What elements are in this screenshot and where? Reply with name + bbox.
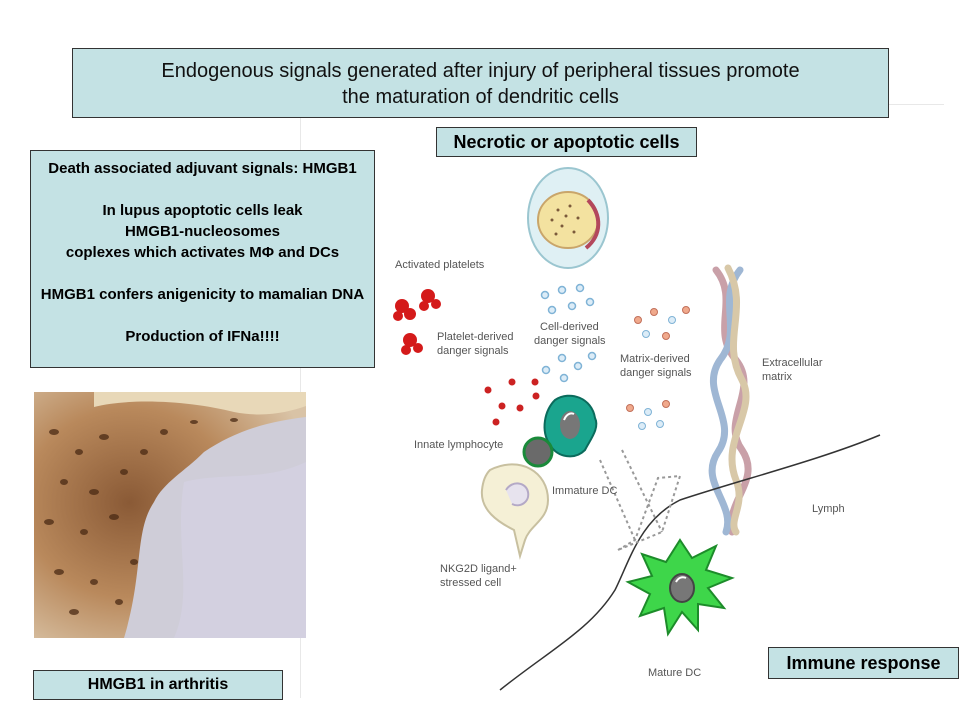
mature-dc-label: Mature DC xyxy=(648,667,701,679)
immature-dc-label: Immature DC xyxy=(552,485,617,497)
lymph-label: Lymph xyxy=(812,503,845,515)
dc-maturation-diagram: Activated platelets Platelet-derived dan… xyxy=(393,167,881,691)
platelet-signals-label-2: danger signals xyxy=(437,345,509,357)
matrix-signals-label-2: danger signals xyxy=(620,367,692,379)
nkg2d-label-1: NKG2D ligand+ xyxy=(440,563,517,575)
title-line-1: Endogenous signals generated after injur… xyxy=(161,60,800,82)
matrix-signals-label-1: Matrix-derived xyxy=(620,353,690,365)
cell-signals-label-1: Cell-derived xyxy=(540,321,599,333)
signals-line-5: HMGB1 confers anigenicity to mamalian DN… xyxy=(40,286,365,303)
matrix-signal-dots xyxy=(626,306,690,430)
lymph-vessel-line xyxy=(499,434,881,691)
signals-line-1: Death associated adjuvant signals: HMGB1 xyxy=(48,160,357,177)
cell-signals-label-2: danger signals xyxy=(534,335,606,347)
extracellular-label-1: Extracellular xyxy=(762,357,823,369)
platelet-signals-label-1: Platelet-derived xyxy=(437,331,513,343)
platelet-signal-dots xyxy=(484,378,540,426)
innate-lymphocyte-icon xyxy=(522,436,554,468)
immature-dc-icon xyxy=(543,394,598,458)
arthritis-label-box: HMGB1 in arthritis xyxy=(33,670,283,700)
title-line-2: the maturation of dendritic cells xyxy=(342,86,619,108)
histology-image xyxy=(34,392,306,638)
title-box: Endogenous signals generated after injur… xyxy=(72,48,889,118)
stressed-cell-icon xyxy=(480,463,550,560)
horizontal-guide-line xyxy=(889,104,944,105)
nkg2d-label-2: stressed cell xyxy=(440,577,501,589)
extracellular-label-2: matrix xyxy=(762,371,792,383)
maturation-arrow-icon xyxy=(599,449,682,551)
necrotic-label: Necrotic or apoptotic cells xyxy=(453,132,680,152)
mature-dc-icon xyxy=(625,538,735,637)
signals-line-2: In lupus apoptotic cells leak xyxy=(102,202,303,219)
signals-text-box: Death associated adjuvant signals: HMGB1… xyxy=(30,150,375,368)
cell-signal-dots xyxy=(540,283,597,383)
innate-lymphocyte-label: Innate lymphocyte xyxy=(414,439,503,451)
signals-line-4: coplexes which activates MΦ and DCs xyxy=(65,244,340,261)
activated-platelets-icon xyxy=(393,289,441,355)
immune-response-box: Immune response xyxy=(768,647,959,679)
immune-response-label: Immune response xyxy=(786,653,941,673)
signals-line-3: HMGB1-nucleosomes xyxy=(124,223,281,240)
arthritis-label: HMGB1 in arthritis xyxy=(87,676,229,693)
signals-line-6: Production of IFNa!!!! xyxy=(125,328,280,345)
necrotic-label-box: Necrotic or apoptotic cells xyxy=(436,127,697,157)
necrotic-cell-icon xyxy=(527,167,609,269)
activated-platelets-label: Activated platelets xyxy=(395,259,485,271)
extracellular-matrix-icon xyxy=(708,264,752,536)
